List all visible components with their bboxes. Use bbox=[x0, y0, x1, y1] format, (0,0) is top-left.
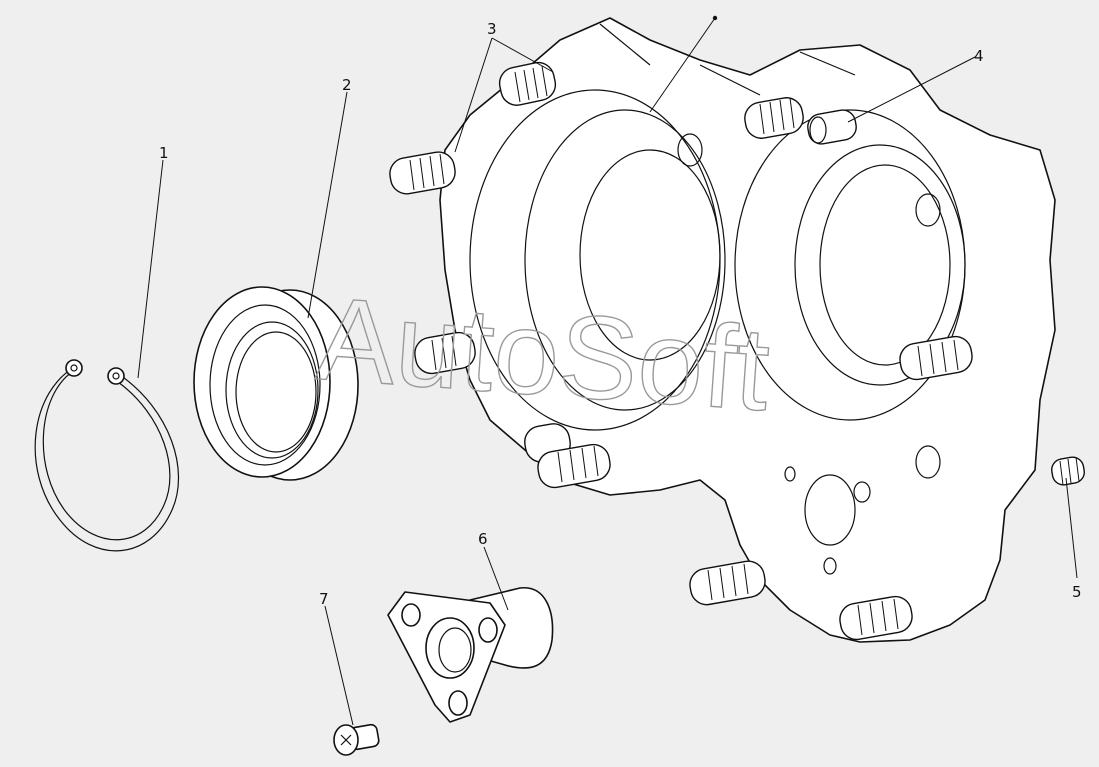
mount-hole bbox=[915, 193, 941, 227]
flange bbox=[387, 587, 554, 723]
ring-eye bbox=[65, 359, 83, 377]
stud bbox=[899, 335, 973, 381]
stud bbox=[537, 443, 611, 489]
callout-2: 2 bbox=[342, 76, 352, 94]
stud bbox=[839, 595, 913, 641]
callout-7: 7 bbox=[319, 590, 329, 608]
leader-1 bbox=[137, 159, 164, 379]
callouts: 1 2 3 4 5 6 7 bbox=[159, 20, 1082, 608]
leader-3b bbox=[454, 37, 493, 153]
housing-edges bbox=[599, 23, 856, 96]
small-hole bbox=[823, 557, 837, 575]
seal-front bbox=[193, 286, 331, 478]
leader-3a bbox=[491, 37, 554, 73]
housing-outline bbox=[439, 17, 1056, 643]
right-bore-inner bbox=[819, 164, 951, 366]
stud bbox=[744, 97, 804, 139]
callout-6: 6 bbox=[478, 530, 488, 548]
retaining-ring bbox=[34, 359, 180, 552]
watermark: AutoSoft bbox=[313, 273, 774, 436]
studs bbox=[389, 61, 973, 641]
left-bore-rim bbox=[524, 109, 726, 411]
small-hole bbox=[784, 466, 796, 482]
mount-hole bbox=[915, 445, 941, 479]
callout-5: 5 bbox=[1072, 583, 1082, 601]
oil-seal bbox=[193, 286, 359, 481]
leader-body bbox=[649, 17, 716, 113]
mount-hole bbox=[677, 133, 703, 167]
stud bbox=[389, 151, 456, 195]
leader-5 bbox=[1065, 477, 1078, 579]
small-stud bbox=[1051, 456, 1085, 486]
ring-eye bbox=[107, 367, 125, 385]
housing bbox=[439, 17, 1056, 643]
callout-3: 3 bbox=[487, 20, 497, 38]
leader-4 bbox=[847, 56, 976, 123]
right-bore-rim bbox=[794, 144, 966, 386]
leader-lines bbox=[137, 15, 1078, 726]
leader-dot bbox=[712, 15, 718, 21]
callout-1: 1 bbox=[159, 144, 169, 162]
leader-7 bbox=[324, 605, 354, 726]
small-hole bbox=[853, 481, 871, 503]
left-bore-inner bbox=[579, 149, 721, 361]
callout-4: 4 bbox=[974, 47, 984, 65]
stud bbox=[498, 61, 557, 106]
stud bbox=[414, 331, 476, 375]
leader-6 bbox=[483, 546, 509, 611]
stud bbox=[689, 560, 766, 606]
lower-port bbox=[804, 474, 856, 546]
leader-2 bbox=[307, 91, 348, 319]
dowel-pin bbox=[807, 109, 857, 145]
screw bbox=[333, 723, 380, 756]
